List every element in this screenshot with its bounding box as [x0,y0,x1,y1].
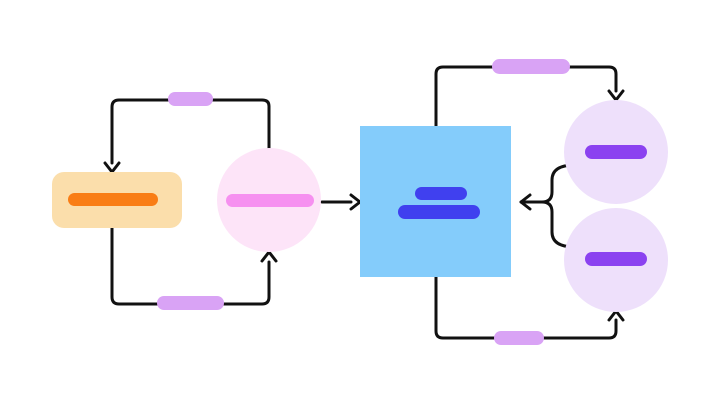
orange-rounded-rect-node-content-bar-1 [68,193,158,206]
lavender-circle-node-lower[interactable] [564,208,668,312]
connector-lavender-merge-to-blue[interactable] [519,163,577,249]
connector-pink-to-orange-top-line [110,98,271,165]
edge-label-pill-top-right[interactable] [492,59,570,74]
edge-label-pill-bottom-left[interactable] [157,296,224,310]
lavender-circle-node-lower-content-bar-1 [585,252,647,266]
edge-label-pill-top-left[interactable] [168,92,213,106]
connector-pink-to-blue[interactable] [320,193,362,211]
pink-circle-node-content-bar-1 [226,194,314,207]
blue-square-node-content-bar-2 [398,205,480,219]
blue-square-node-content-bar-1 [415,187,467,200]
nodes-layer [52,100,668,312]
lavender-circle-node-upper-content-bar-1 [585,145,647,159]
blue-square-node-shape [360,126,511,277]
pink-circle-node[interactable] [217,148,321,252]
orange-rounded-rect-node[interactable] [52,172,182,228]
connector-lavender-merge-to-blue-line [519,163,577,249]
lavender-circle-node-upper[interactable] [564,100,668,204]
edge-label-pill-bottom-right[interactable] [494,331,544,345]
connector-lavender-merge-to-blue-arrowhead-icon [519,193,532,211]
blue-square-node[interactable] [360,126,511,277]
edge-labels-layer [157,59,570,345]
connector-orange-to-pink-bottom-arrowhead-icon [260,250,278,263]
